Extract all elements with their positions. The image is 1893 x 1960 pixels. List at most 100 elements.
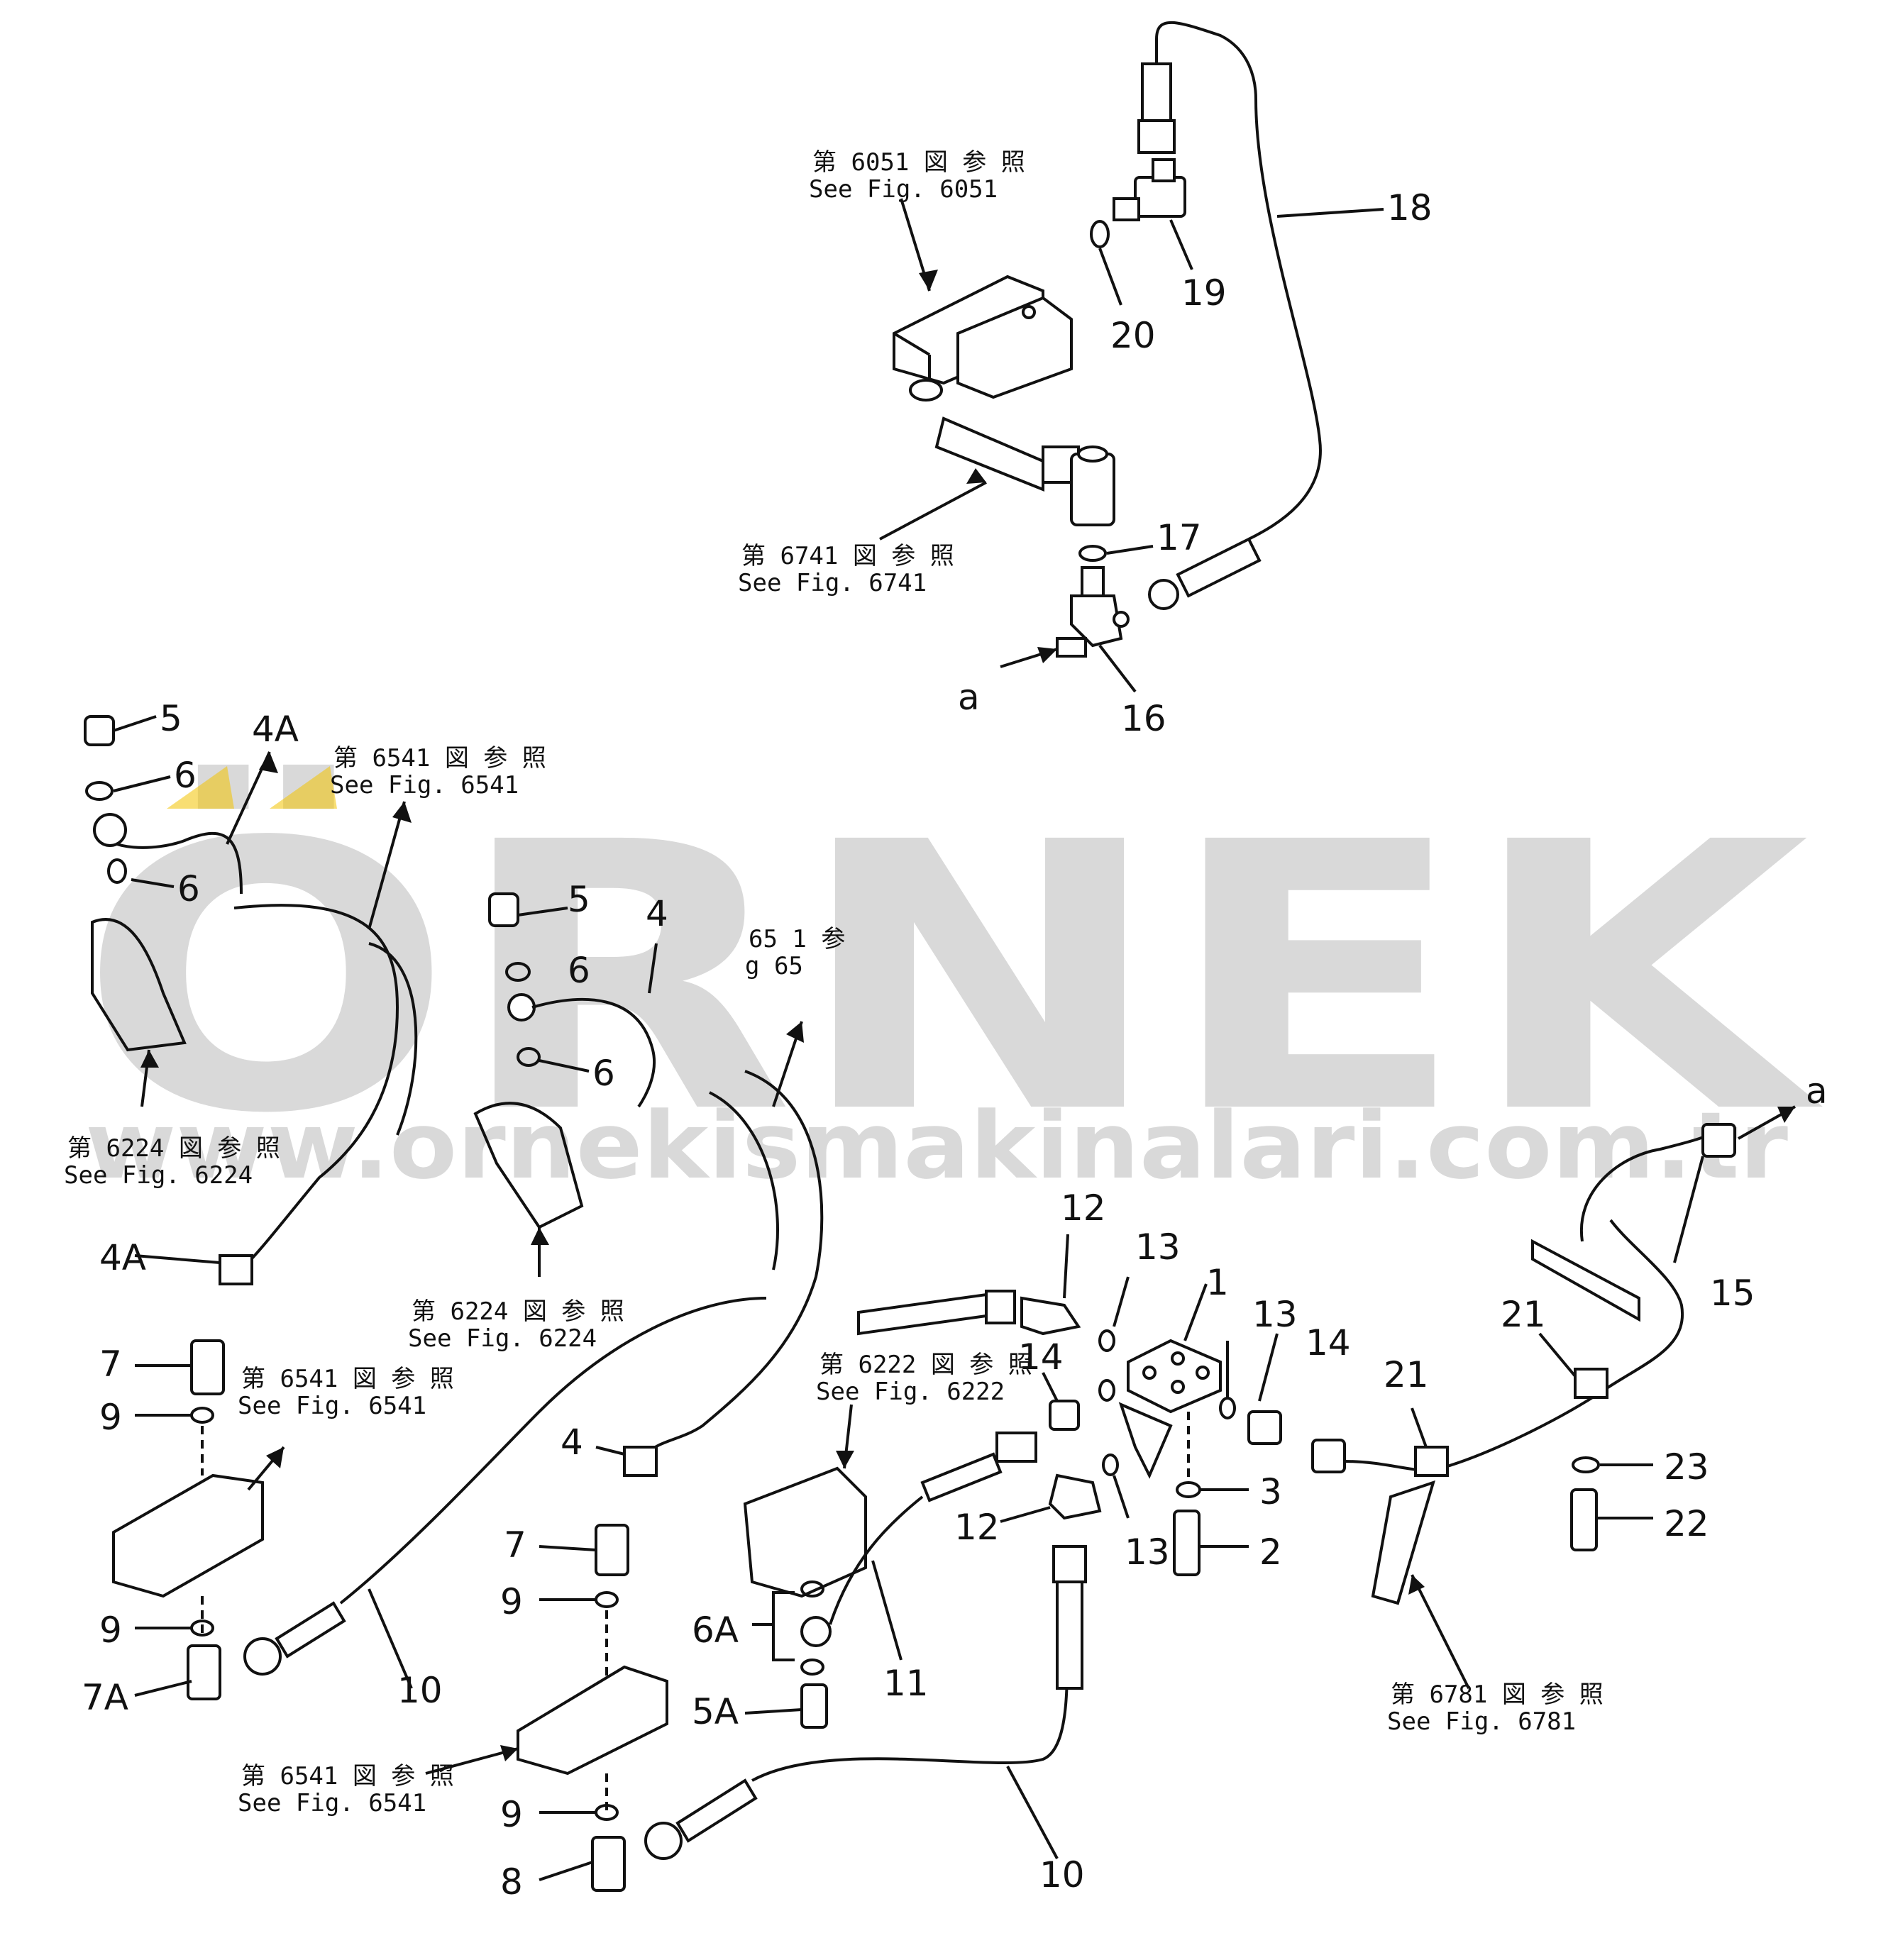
o-ring-13-b bbox=[1098, 1379, 1115, 1402]
o-ring-17 bbox=[1078, 545, 1107, 562]
callout-14-right: 14 bbox=[1306, 1322, 1351, 1363]
harness-4A bbox=[233, 904, 399, 1271]
callout-8: 8 bbox=[500, 1861, 523, 1903]
callout-9-center-top: 9 bbox=[500, 1581, 523, 1622]
bolt-22 bbox=[1570, 1488, 1598, 1551]
fitting-4-top bbox=[507, 993, 536, 1021]
o-ring-6-left bbox=[85, 781, 114, 801]
callout-5-center: 5 bbox=[568, 879, 590, 920]
harness-4A-wrap bbox=[368, 942, 418, 1136]
hose-4-top bbox=[531, 997, 656, 1108]
figure-references: 第 6051 図 参 照 See Fig. 6051 第 6741 図 参 照 … bbox=[64, 148, 1604, 1817]
fitting-11-end bbox=[995, 1432, 1037, 1463]
ref-6224-left-en: See Fig. 6224 bbox=[64, 1161, 253, 1190]
watermark-url: www.ornekismakinalari.com.tr bbox=[85, 1092, 1788, 1200]
ref-6224-center-jp: 第 6224 図 参 照 bbox=[412, 1297, 624, 1326]
leader-18 bbox=[1276, 208, 1384, 218]
hose-12-sleeve bbox=[857, 1292, 988, 1336]
tee-fitting-16 bbox=[1056, 566, 1130, 658]
ref-6541-left-en: See Fig. 6541 bbox=[238, 1392, 426, 1420]
fitting-10-center bbox=[644, 1822, 683, 1860]
fitting-7-center bbox=[595, 1524, 629, 1576]
pressure-switch-part bbox=[934, 416, 1115, 526]
plug-5-center bbox=[488, 892, 519, 927]
leader-16 bbox=[1098, 644, 1137, 693]
callout-2: 2 bbox=[1259, 1532, 1282, 1573]
callout-19: 19 bbox=[1181, 272, 1227, 314]
ref-6741-jp: 第 6741 図 参 照 bbox=[741, 542, 954, 570]
hose-10-right-sleeve bbox=[1056, 1580, 1083, 1690]
callout-4-center: 4 bbox=[646, 893, 668, 934]
callout-13-top: 13 bbox=[1135, 1227, 1181, 1268]
hose-11-sleeve bbox=[920, 1452, 1003, 1502]
callout-a-right: a bbox=[1806, 1070, 1828, 1112]
callout-16: 16 bbox=[1121, 698, 1166, 739]
fitting-8 bbox=[591, 1836, 626, 1892]
hose-10-left-sleeve bbox=[275, 1601, 346, 1659]
fitting-4-bottom bbox=[623, 1446, 658, 1477]
connector-6222 bbox=[743, 1466, 867, 1598]
fitting-10-right-nut bbox=[1052, 1545, 1087, 1583]
callout-9-left-bottom: 9 bbox=[99, 1610, 122, 1651]
callout-21-left: 21 bbox=[1384, 1354, 1429, 1395]
o-ring-6A-bottom bbox=[800, 1659, 824, 1676]
o-ring-6-left-lower bbox=[107, 858, 127, 884]
callout-11: 11 bbox=[883, 1663, 929, 1704]
watermark: ÖRNEK www.ornekismakinalari.com.tr bbox=[78, 761, 1826, 1200]
ref-6541-center-en: See Fig. 6541 bbox=[238, 1789, 426, 1817]
callout-labels: 18 19 20 17 16 a 5 6 4A 6 5 4 6 6 4A 7 9… bbox=[82, 187, 1828, 1903]
fitting-14-left bbox=[1049, 1400, 1080, 1431]
watermark-accent-right bbox=[270, 766, 337, 809]
top-assembly bbox=[879, 21, 1384, 693]
fitting-12-top-nut bbox=[985, 1290, 1016, 1324]
ref-6224-left-jp: 第 6224 図 参 照 bbox=[67, 1134, 280, 1163]
o-ring-13-right bbox=[1219, 1397, 1236, 1419]
callout-14-left: 14 bbox=[1018, 1336, 1064, 1378]
callout-6-left: 6 bbox=[174, 755, 197, 796]
callout-10-left: 10 bbox=[397, 1670, 443, 1711]
hose-10-left bbox=[339, 1297, 767, 1605]
o-ring-6A-top bbox=[800, 1580, 824, 1598]
callout-9-left-top: 9 bbox=[99, 1397, 122, 1438]
callout-6A: 6A bbox=[692, 1610, 739, 1651]
plug-5-left bbox=[84, 715, 115, 746]
harness-4 bbox=[644, 1070, 824, 1456]
fitting-15-right bbox=[1701, 1123, 1736, 1158]
callout-4-bottom: 4 bbox=[561, 1422, 583, 1463]
leader-ref-6741 bbox=[879, 481, 987, 541]
fitting-5A bbox=[800, 1683, 828, 1729]
elbow-12-bottom bbox=[1048, 1473, 1102, 1520]
washer-23 bbox=[1572, 1456, 1600, 1473]
o-ring-13-c bbox=[1102, 1454, 1119, 1476]
washer-3 bbox=[1176, 1481, 1201, 1498]
ref-65xx-en: g 65 bbox=[745, 952, 803, 980]
arrowheads bbox=[140, 270, 1795, 1761]
fitting-7A bbox=[187, 1644, 221, 1700]
harness-4-wrap bbox=[709, 1091, 779, 1270]
valve-block-6541-left bbox=[112, 1473, 264, 1598]
hose-10-center-sleeve bbox=[675, 1778, 758, 1843]
callout-5-left: 5 bbox=[160, 698, 182, 739]
o-ring-6-center bbox=[517, 1047, 541, 1067]
callout-4A-left: 4A bbox=[99, 1237, 146, 1278]
callout-12-bottom: 12 bbox=[954, 1507, 1000, 1548]
callout-17: 17 bbox=[1157, 517, 1202, 558]
callout-7-center: 7 bbox=[504, 1524, 526, 1566]
clamp-21-left bbox=[1414, 1446, 1449, 1477]
left-harness-assembly bbox=[84, 715, 767, 1700]
callout-5A: 5A bbox=[692, 1691, 739, 1732]
ref-6541-top-jp: 第 6541 図 参 照 bbox=[333, 744, 546, 773]
clamp-21-right bbox=[1574, 1368, 1608, 1399]
hose-11 bbox=[829, 1495, 924, 1625]
callout-13-right: 13 bbox=[1252, 1294, 1298, 1335]
callout-22: 22 bbox=[1664, 1503, 1709, 1544]
callout-a-top: a bbox=[958, 677, 980, 718]
junction-block-1 bbox=[1127, 1339, 1222, 1414]
cable-6781-bottom bbox=[1371, 1480, 1435, 1605]
fitting-10-left bbox=[243, 1637, 282, 1676]
ref-6781-en: See Fig. 6781 bbox=[1387, 1707, 1576, 1736]
ref-6541-top-en: See Fig. 6541 bbox=[330, 771, 519, 799]
callout-6-center: 6 bbox=[592, 1053, 615, 1094]
elbow-12-top bbox=[1020, 1296, 1081, 1336]
